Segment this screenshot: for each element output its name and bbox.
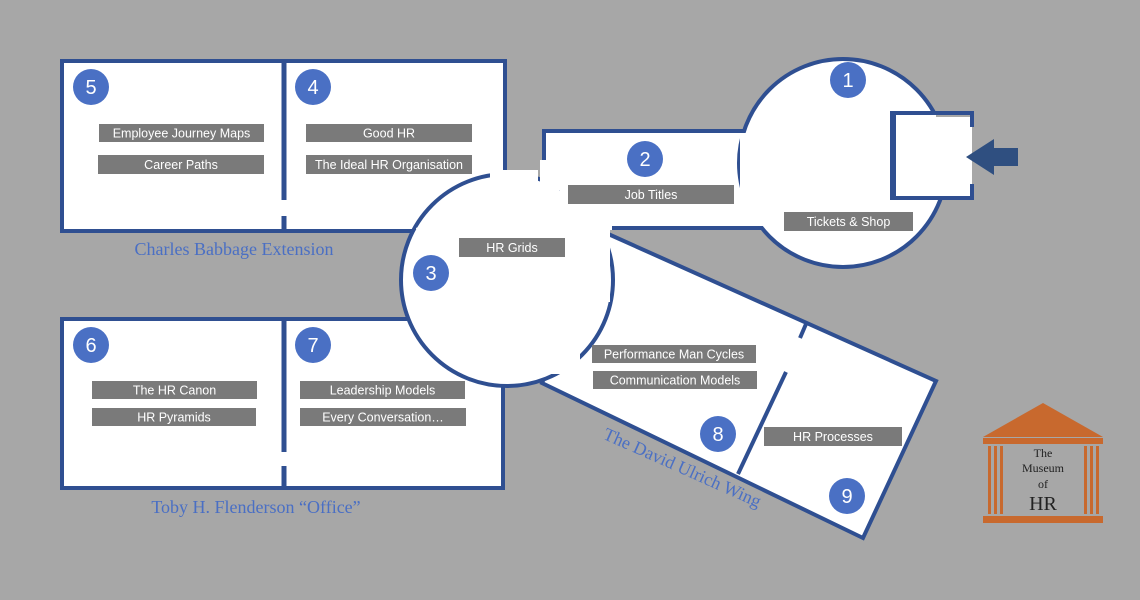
museum-building-icon	[983, 403, 1103, 523]
room-number-7: 7	[307, 335, 318, 357]
museum-logo: The Museum of HR	[983, 403, 1103, 523]
entrance-arrow-icon	[966, 139, 1018, 175]
logo-line-1: The	[1034, 446, 1053, 460]
logo-line-2: Museum	[1022, 461, 1065, 475]
label-box-room-3: HR Grids	[459, 238, 565, 257]
area-name-top: Charles Babbage Extension	[135, 239, 334, 259]
room-6-label-1: The HR Canon	[133, 384, 216, 398]
label-box-room-1: Tickets & Shop	[784, 212, 913, 231]
logo-line-4: HR	[1029, 493, 1057, 515]
room-badge-7: 7	[295, 327, 331, 363]
logo-line-3: of	[1038, 477, 1048, 491]
room-badge-6: 6	[73, 327, 109, 363]
room-badge-8: 8	[700, 416, 736, 452]
room-number-8: 8	[712, 424, 723, 446]
label-box-room-2: Job Titles	[568, 185, 734, 204]
room-badge-5: 5	[73, 69, 109, 105]
room-8-label-2: Communication Models	[610, 374, 741, 388]
room-number-2: 2	[639, 149, 650, 171]
charles-babbage-extension-block	[60, 59, 507, 233]
room-number-4: 4	[307, 77, 318, 99]
label-box-room-6-a: The HR Canon	[92, 381, 257, 399]
room-number-3: 3	[425, 263, 436, 285]
label-box-room-5-b: Career Paths	[98, 155, 264, 174]
room-badge-2: 2	[627, 141, 663, 177]
room-badge-9: 9	[829, 478, 865, 514]
room-2-label-1: Job Titles	[625, 188, 678, 202]
label-box-room-4-b: The Ideal HR Organisation	[306, 155, 472, 174]
room-badge-3: 3	[413, 255, 449, 291]
room-number-9: 9	[841, 486, 852, 508]
room-number-5: 5	[85, 77, 96, 99]
room-8-label-1: Performance Man Cycles	[604, 348, 744, 362]
room-badge-4: 4	[295, 69, 331, 105]
room-4-label-2: The Ideal HR Organisation	[315, 158, 463, 172]
room-9-label-1: HR Processes	[793, 430, 873, 444]
label-box-room-8-b: Communication Models	[593, 371, 757, 389]
label-box-room-9: HR Processes	[764, 427, 902, 446]
room-3-label-1: HR Grids	[486, 241, 537, 255]
room-5-label-1: Employee Journey Maps	[113, 127, 251, 141]
room-number-1: 1	[842, 70, 853, 92]
label-box-room-7-a: Leadership Models	[300, 381, 465, 399]
label-box-room-8-a: Performance Man Cycles	[592, 345, 756, 363]
room-number-6: 6	[85, 335, 96, 357]
room-4-label-1: Good HR	[363, 127, 415, 141]
area-name-bottom: Toby H. Flenderson “Office”	[151, 497, 360, 517]
label-box-room-7-b: Every Conversation…	[300, 408, 466, 426]
room-1-label-1: Tickets & Shop	[807, 215, 891, 229]
label-box-room-4-a: Good HR	[306, 124, 472, 142]
room-badge-1: 1	[830, 62, 866, 98]
room-6-label-2: HR Pyramids	[137, 411, 211, 425]
label-box-room-6-b: HR Pyramids	[92, 408, 256, 426]
room-7-label-2: Every Conversation…	[322, 411, 444, 425]
room-7-label-1: Leadership Models	[330, 384, 436, 398]
room-5-label-2: Career Paths	[144, 158, 218, 172]
label-box-room-5-a: Employee Journey Maps	[99, 124, 264, 142]
